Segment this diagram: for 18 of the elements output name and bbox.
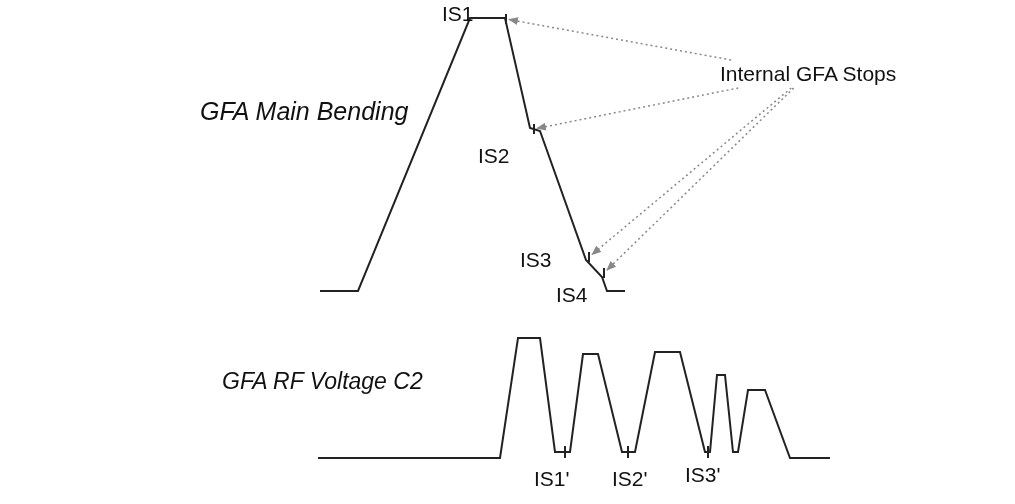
leader-line: [591, 87, 792, 256]
stop-label: IS2': [612, 467, 648, 491]
stop-label: IS3: [520, 248, 552, 272]
leader-line: [508, 17, 732, 61]
stop-tick-mark: [533, 124, 535, 134]
stop-tick-mark: [588, 252, 590, 262]
diagram-label: GFA RF Voltage C2: [222, 368, 423, 395]
stop-label: IS1: [442, 2, 474, 26]
diagram-label: GFA Main Bending: [200, 97, 409, 126]
stop-label: IS4: [556, 283, 588, 307]
stop-label: IS1': [534, 467, 570, 491]
callout-label: Internal GFA Stops: [720, 62, 897, 86]
leader-line: [536, 87, 739, 131]
leader-line: [606, 87, 795, 271]
stop-tick-mark: [505, 14, 507, 24]
stop-label: IS3': [685, 463, 721, 487]
stop-label: IS2: [478, 144, 510, 168]
stop-tick-mark: [603, 268, 605, 278]
